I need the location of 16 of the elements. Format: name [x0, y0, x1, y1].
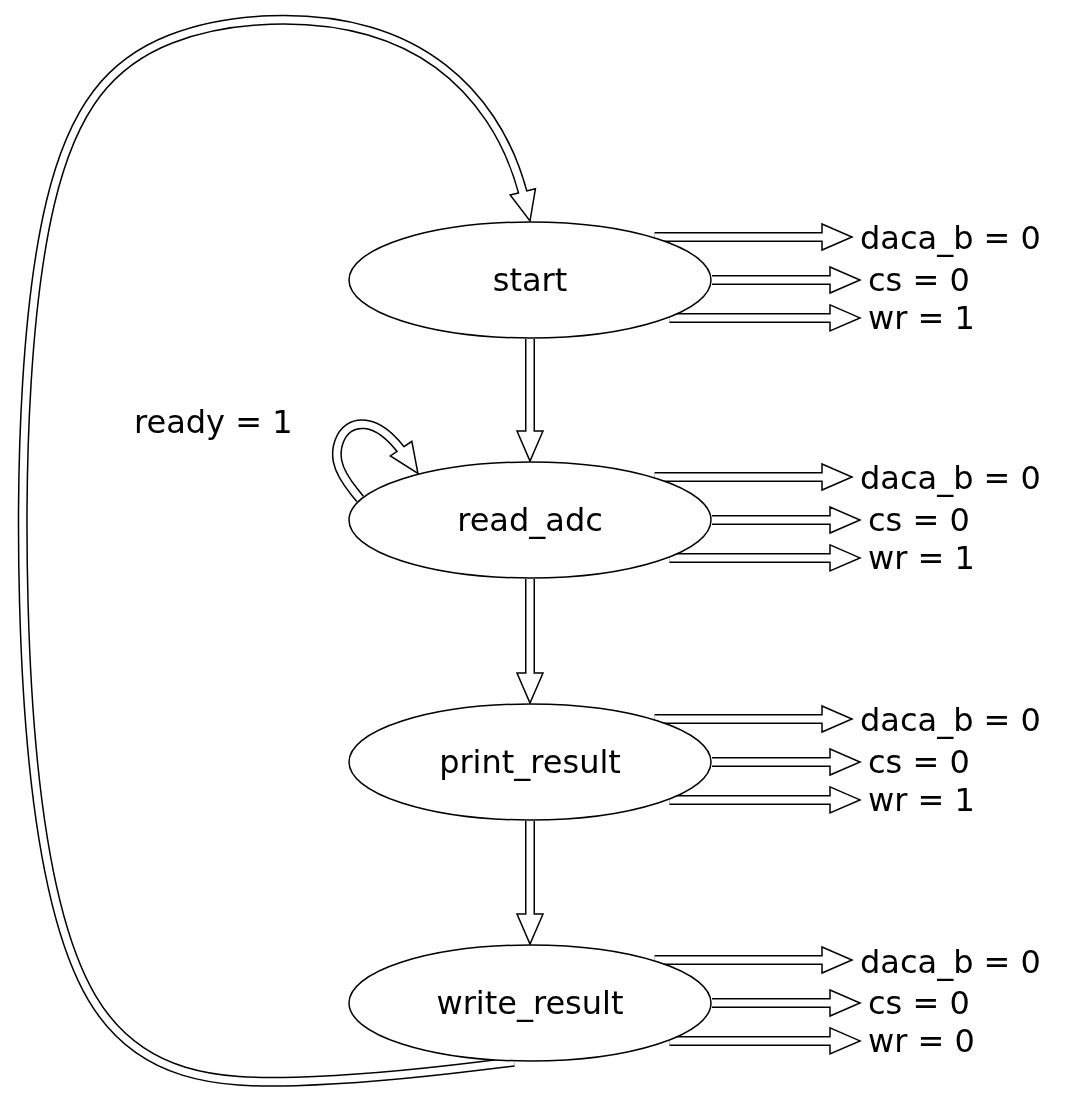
output-assignment: daca_b = 0 [860, 944, 1041, 980]
output-assignment: daca_b = 0 [860, 702, 1041, 738]
output-assignment: wr = 1 [868, 300, 975, 336]
output-assignment: cs = 0 [868, 262, 970, 298]
output-assignment: daca_b = 0 [860, 460, 1041, 496]
output-assignment: wr = 0 [868, 1023, 975, 1059]
state-name: print_result [439, 744, 621, 780]
output-assignment: cs = 0 [868, 502, 970, 538]
output-assignment: wr = 1 [868, 782, 975, 818]
state-name: write_result [436, 985, 624, 1021]
state-name: start [492, 262, 568, 298]
state-name: read_adc [457, 502, 603, 538]
output-assignment: daca_b = 0 [860, 220, 1041, 256]
output-assignment: wr = 1 [868, 540, 975, 576]
output-assignment: cs = 0 [868, 744, 970, 780]
output-assignment: cs = 0 [868, 985, 970, 1021]
